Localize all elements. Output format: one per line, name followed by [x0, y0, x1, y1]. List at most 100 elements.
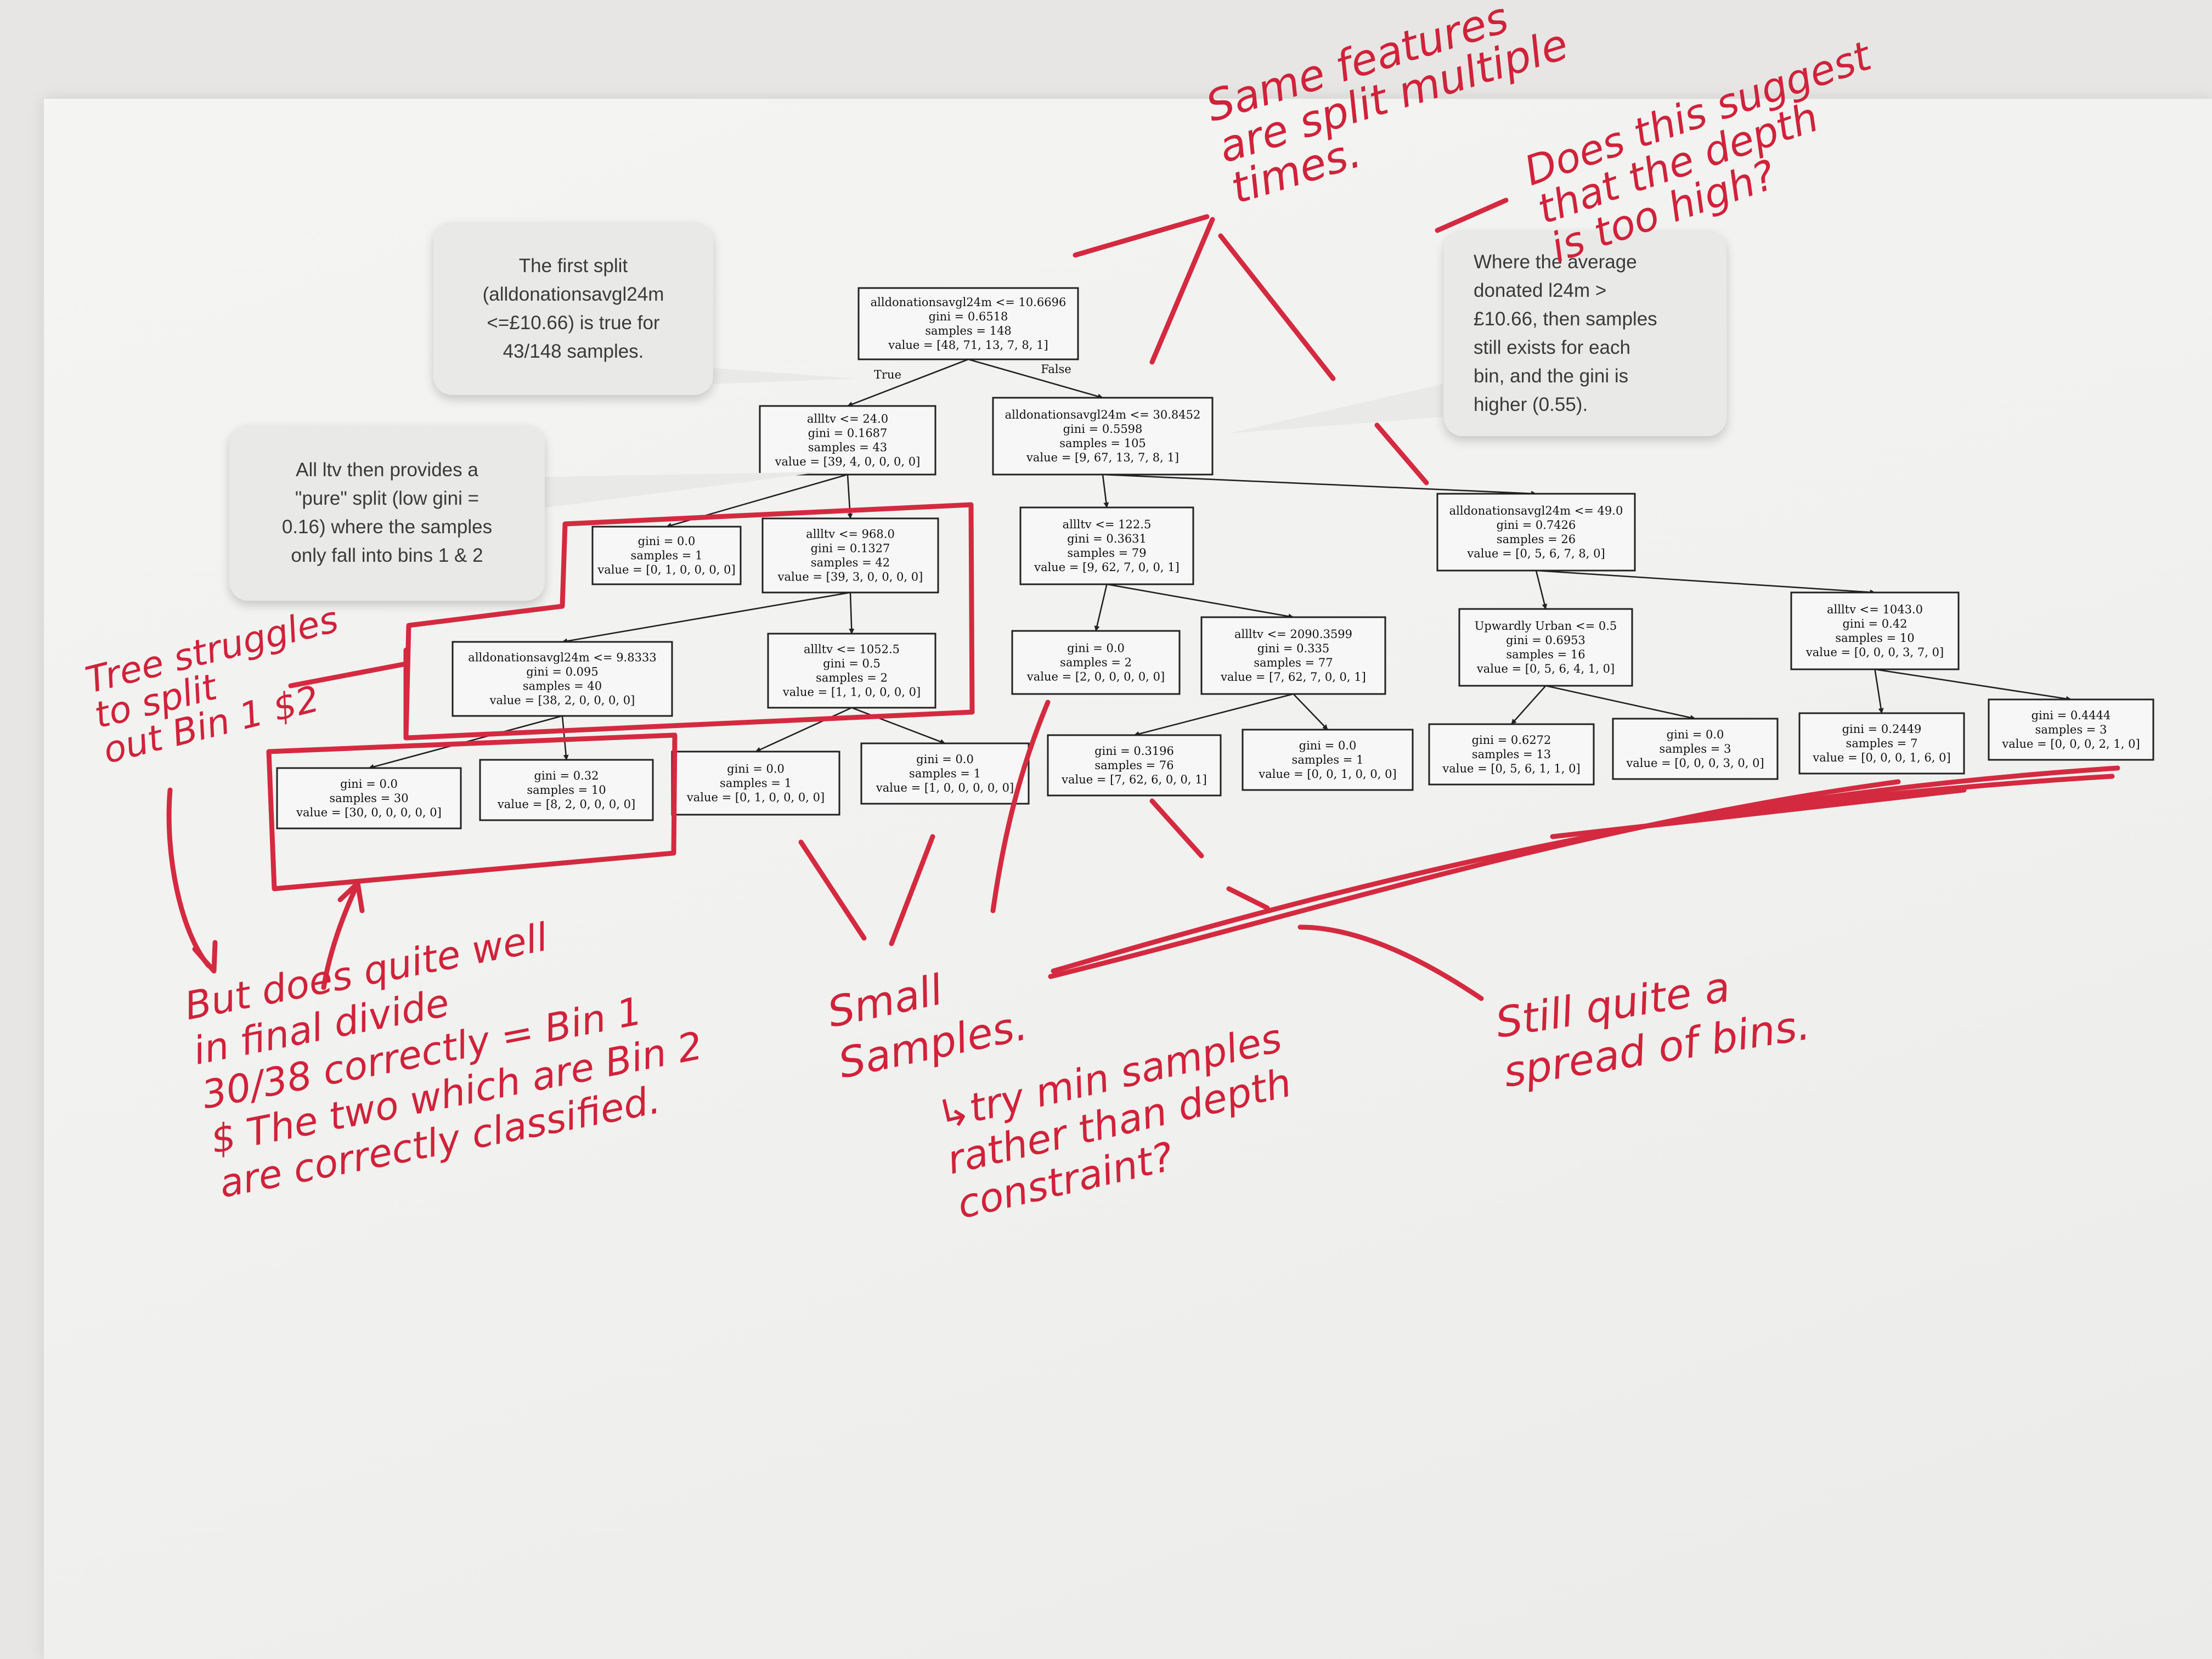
tree-node-box [1798, 712, 1965, 775]
tree-node-line: samples = 105 [1059, 437, 1146, 450]
tree-node-box [1436, 493, 1636, 572]
tree-node-line: samples = 26 [1497, 533, 1576, 546]
tree-node-line: gini = 0.0 [638, 535, 696, 548]
tree-node-line: allltv <= 968.0 [806, 528, 895, 541]
tree-node-line: samples = 30 [329, 792, 408, 805]
tree-node-line: value = [8, 2, 0, 0, 0, 0] [497, 798, 635, 811]
tree-node-line: alldonationsavgl24m <= 9.8333 [468, 651, 656, 664]
tree-node-box [992, 397, 1214, 476]
callout-first-split: The first split (alldonationsavgl24m <=£… [433, 222, 713, 395]
tree-edge-n17-n19 [1545, 685, 1696, 720]
tree-edge-n0-n1 [847, 358, 969, 407]
tree-node-line: samples = 77 [1254, 656, 1333, 669]
tree-edge-n11-n13 [1107, 583, 1294, 619]
tree-edge-n3-n7 [849, 592, 855, 634]
tree-node-line: value = [7, 62, 6, 0, 0, 1] [1061, 773, 1207, 786]
tree-node-line: gini = 0.335 [1257, 642, 1329, 655]
tree-node-box [1011, 630, 1181, 695]
tree-node-line: gini = 0.3631 [1067, 532, 1147, 545]
tree-node-line: gini = 0.6953 [1506, 634, 1585, 647]
tree-edge-n11-n12 [1094, 584, 1108, 631]
tree-node-line: gini = 0.5 [823, 657, 881, 670]
tree-node-line: gini = 0.6272 [1472, 733, 1551, 747]
tree-node-line: gini = 0.2449 [1842, 723, 1922, 736]
tree-node-box [857, 287, 1079, 360]
tree-node-box [1458, 608, 1633, 687]
tree-node-line: value = [7, 62, 7, 0, 0, 1] [1220, 670, 1366, 684]
tree-node-line: gini = 0.0 [1067, 642, 1125, 655]
tree-node-line: gini = 0.0 [916, 753, 974, 766]
tree-node-line: allltv <= 122.5 [1063, 518, 1152, 531]
tree-node-line: value = [0, 0, 0, 1, 6, 0] [1812, 751, 1950, 764]
tree-edge-n17-n18 [1511, 685, 1547, 725]
tree-node-box [1019, 506, 1194, 585]
tree-node-line: samples = 40 [523, 680, 602, 693]
tree-node-line: alldonationsavgl24m <= 30.8452 [1005, 408, 1201, 421]
tree-node-box [1790, 591, 1960, 670]
tree-node-line: samples = 43 [808, 441, 887, 454]
tree-node-line: value = [2, 0, 0, 0, 0, 0] [1026, 670, 1165, 684]
tree-node-line: gini = 0.7426 [1497, 518, 1576, 532]
tree-node-line: Upwardly Urban <= 0.5 [1475, 619, 1617, 633]
tree-edge-n20-n21 [1874, 669, 1884, 714]
tree-edge-n13-n15 [1293, 693, 1328, 730]
tree-node-line: samples = 2 [816, 672, 888, 685]
tree-node-line: alldonationsavgl24m <= 10.6696 [871, 296, 1066, 309]
tree-node-line: gini = 0.0 [1299, 739, 1357, 752]
tree-node-line: gini = 0.095 [526, 665, 598, 679]
tree-node-line: samples = 1 [1292, 753, 1364, 766]
tree-node-line: gini = 0.32 [534, 769, 599, 782]
tree-edge-n10-n16 [1102, 473, 1537, 496]
tree-node-line: allltv <= 1052.5 [804, 643, 900, 656]
tree-node-box [1988, 698, 2154, 761]
tree-node-line: gini = 0.0 [340, 777, 398, 791]
tree-node-line: value = [1, 1, 0, 0, 0, 0] [782, 686, 921, 699]
tree-node-box [1200, 616, 1386, 695]
tree-node-line: value = [0, 0, 0, 3, 7, 0] [1805, 646, 1944, 659]
tree-edge-n10-n11 [1102, 474, 1109, 508]
tree-node-line: samples = 3 [1660, 742, 1731, 755]
tree-node-line: value = [0, 0, 0, 2, 1, 0] [2001, 737, 2140, 751]
tree-node-line: value = [0, 1, 0, 0, 0, 0] [686, 791, 825, 804]
tree-node-line: samples = 1 [631, 549, 703, 562]
tree-node-line: gini = 0.5598 [1063, 422, 1143, 436]
tree-edge-n4-n6 [561, 715, 569, 760]
tree-node-line: value = [0, 5, 6, 1, 1, 0] [1442, 762, 1580, 775]
tree-node-line: samples = 148 [925, 324, 1012, 337]
tree-node-line: samples = 76 [1094, 759, 1173, 772]
tree-node-line: samples = 1 [720, 777, 792, 790]
tree-node-line: value = [39, 4, 0, 0, 0, 0] [775, 455, 921, 469]
tree-node-line: allltv <= 2090.3599 [1234, 628, 1352, 641]
tree-node-line: value = [1, 0, 0, 0, 0, 0] [876, 781, 1014, 794]
tree-edge-n16-n20 [1536, 569, 1876, 595]
tree-node-line: alldonationsavgl24m <= 49.0 [1449, 504, 1623, 517]
callout-allltv-pure-split: All ltv then provides a "pure" split (lo… [229, 425, 545, 601]
tree-node-line: value = [38, 2, 0, 0, 0, 0] [489, 694, 635, 707]
tree-node-line: gini = 0.6518 [929, 310, 1008, 323]
tree-node-line: value = [0, 0, 1, 0, 0, 0] [1258, 768, 1396, 781]
tree-node-line: samples = 1 [909, 767, 981, 780]
tree-node-line: value = [30, 0, 0, 0, 0, 0] [296, 806, 442, 819]
tree-node-line: allltv <= 1043.0 [1827, 603, 1923, 616]
tree-node-line: samples = 13 [1472, 748, 1551, 761]
tree-node-line: value = [0, 1, 0, 0, 0, 0] [597, 563, 735, 577]
tree-node-line: gini = 0.4444 [2032, 709, 2111, 722]
tree-node-line: value = [39, 3, 0, 0, 0, 0] [777, 571, 923, 584]
tree-node-line: samples = 7 [1846, 737, 1918, 750]
